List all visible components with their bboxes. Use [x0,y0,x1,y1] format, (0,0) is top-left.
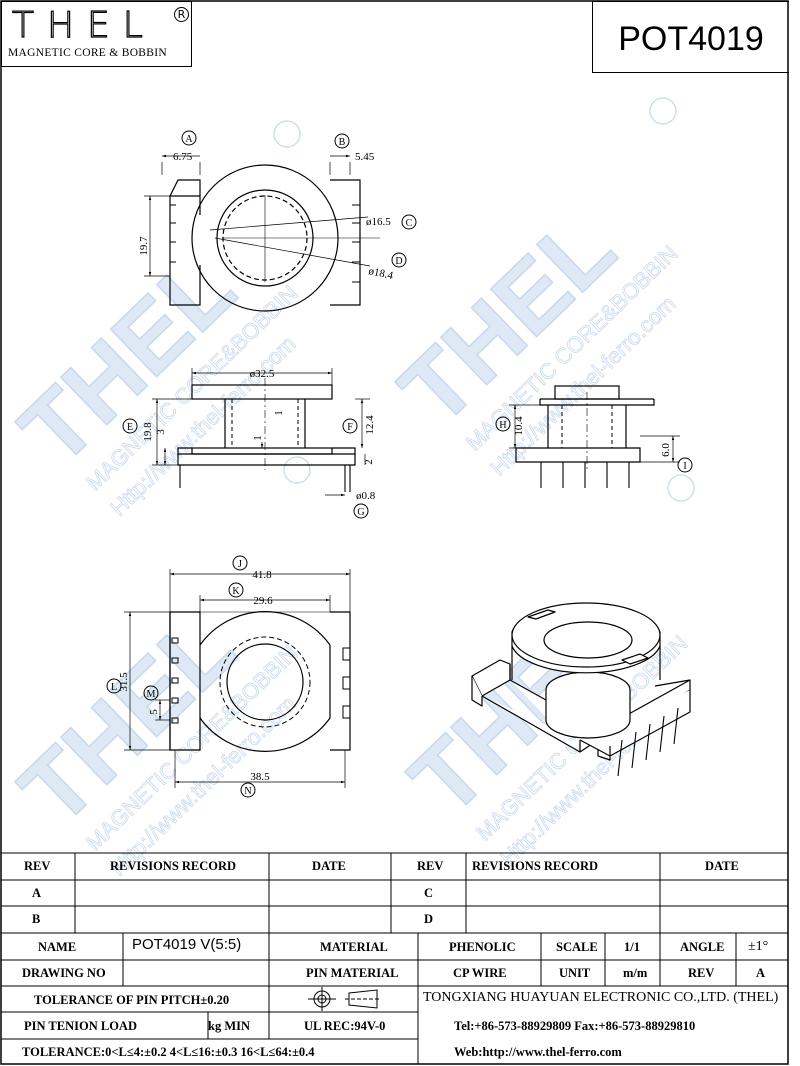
dim-e: 19.8 [142,422,154,442]
front-view [122,368,370,519]
dim-left-small: 3 [155,429,167,435]
callout-i: I [683,461,686,472]
watermark-reg-mark [667,474,695,502]
angle-value: ±1° [748,939,769,954]
dim-width: ø32.5 [250,368,275,380]
logo-subtitle: MAGNETIC CORE & BOBBIN [8,47,167,59]
rev-label: REV [688,966,715,980]
part-number-box: POT4019 [592,1,789,73]
dim-m: 5 [148,709,160,715]
dim-f: 12.4 [364,415,376,435]
dim-h: 10.4 [513,416,525,436]
dim-b: 5.45 [355,151,375,163]
projection-symbol [308,987,380,1011]
callout-l: L [111,682,117,693]
logo-box: THEL R MAGNETIC CORE & BOBBIN [1,1,192,67]
watermark-reg-mark [273,120,301,148]
unit-value: m/m [623,966,648,980]
unit-label: UNIT [559,966,591,980]
rev-row-b: B [32,912,41,926]
side-view-labels: H I 10.4 6.0 [499,416,686,472]
dim-n: 38.5 [250,771,270,783]
callout-m: M [147,689,156,700]
company-name: TONGXIANG HUAYUAN ELECTRONIC CO.,LTD. (T… [423,990,779,1005]
callout-e: E [127,422,133,433]
dim-pin: ø0.8 [356,490,376,502]
material-value: PHENOLIC [449,940,516,954]
dim-c: ø16.5 [366,216,391,228]
pin-tension-unit: kg MIN [208,1019,251,1033]
rev-row-d: D [424,912,434,926]
name-label: NAME [38,940,77,954]
front-view-labels: E F G ø32.5 19.8 12.4 3 1 1 2 ø0.8 [127,368,376,518]
pin-material-value: CP WIRE [453,966,507,980]
callout-n: N [244,786,251,797]
drawing-no-label: DRAWING NO [22,966,106,980]
dim-bottom: 2 [363,459,375,465]
angle-label: ANGLE [680,940,725,954]
rev-row-a: A [32,886,42,900]
rev-value: A [756,966,766,980]
bottom-view [106,555,351,798]
pin-material-label: PIN MATERIAL [306,966,399,980]
part-number: POT4019 [618,20,764,58]
bottom-view-labels: J K L M N 41.8 29.6 31.5 5 38.5 [111,559,273,797]
registered-mark: R [174,7,189,22]
website: Web:http://www.thel-ferro.com [454,1045,622,1059]
name-value: POT4019 V(5:5) [132,936,242,953]
side-view [495,385,693,488]
dim-a: 6.75 [173,151,193,163]
isometric-view [471,602,691,777]
date-header-left: DATE [312,859,346,873]
top-view [144,130,417,312]
callout-c: C [406,218,413,229]
tel-fax: Tel:+86-573-88929809 Fax:+86-573-8892981… [454,1019,696,1033]
callout-a: A [185,134,193,145]
scale-label: SCALE [556,940,598,954]
revisions-record-header-right: REVISIONS RECORD [472,859,599,873]
ul-rec: UL REC:94V-0 [304,1019,386,1033]
rev-row-c: C [424,886,434,900]
dim-k: 29.6 [253,595,273,607]
dim-wall: 1 [252,435,264,441]
dim-center-small: 1 [273,410,285,416]
length-tolerance: TOLERANCE:0<L≤4:±0.2 4<L≤16:±0.3 16<L≤64… [22,1045,315,1059]
callout-k: K [232,586,240,597]
pin-tension-label: PIN TENION LOAD [24,1019,137,1033]
callout-d: D [395,256,402,267]
rev-header-right: REV [417,859,444,873]
scale-value: 1/1 [624,940,640,954]
watermark-reg-mark [283,456,311,484]
callout-b: B [339,137,346,148]
material-label: MATERIAL [320,940,388,954]
callout-h: H [499,420,506,431]
watermark-reg-mark [649,97,677,125]
callout-j: J [238,559,242,570]
callout-g: G [357,507,364,518]
dim-d: ø18.4 [367,265,394,282]
logo-name: THEL [11,5,156,46]
top-view-labels: A B C D 6.75 5.45 19.7 ø16.5 ø18.4 [138,134,413,282]
revisions-record-header-left: REVISIONS RECORD [110,859,237,873]
dim-height: 19.7 [138,236,150,256]
callout-f: F [347,422,353,433]
dim-l: 31.5 [118,672,130,692]
date-header-right: DATE [705,859,739,873]
rev-header-left: REV [24,859,51,873]
dim-j: 41.8 [252,569,272,581]
pin-pitch-tolerance: TOLERANCE OF PIN PITCH±0.20 [34,993,230,1007]
dim-i: 6.0 [660,443,672,457]
